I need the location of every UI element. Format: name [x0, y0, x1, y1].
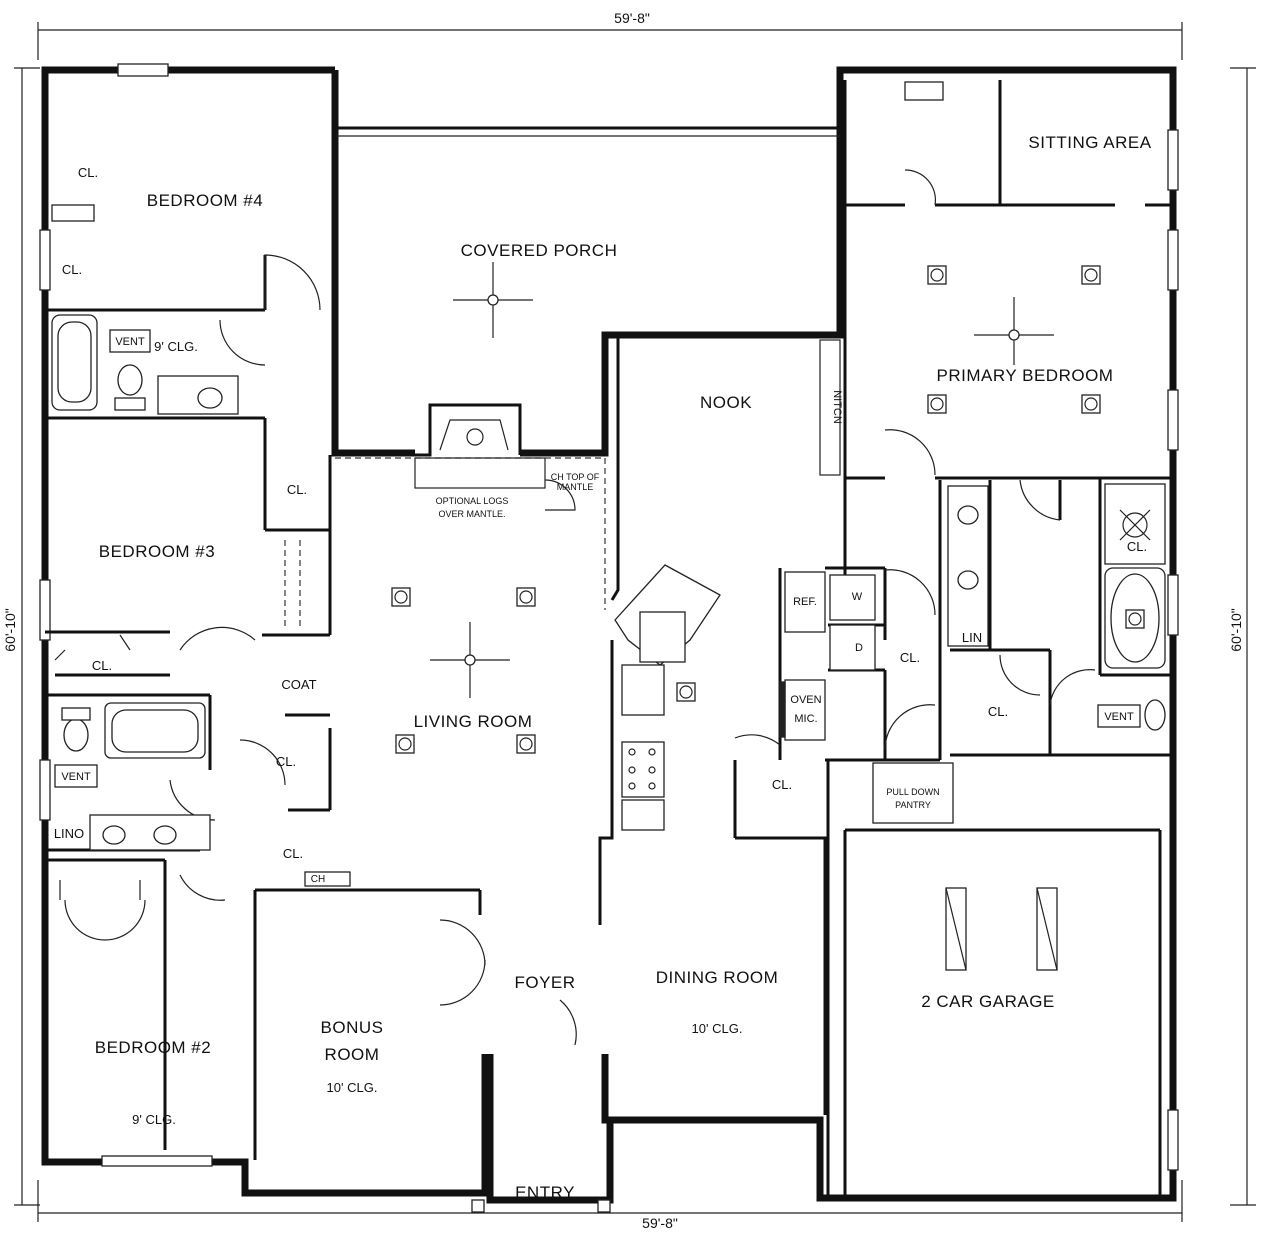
fireplace	[414, 403, 546, 489]
label-covered-porch: COVERED PORCH	[461, 241, 618, 260]
exterior-walls	[39, 63, 1179, 1204]
window	[39, 579, 51, 641]
label-sitting-area: SITTING AREA	[1028, 133, 1151, 152]
label-bedroom-3: BEDROOM #3	[99, 542, 215, 561]
dimension-bottom: 59'-8"	[642, 1215, 678, 1231]
window	[117, 63, 169, 77]
label-garage: 2 CAR GARAGE	[921, 992, 1055, 1011]
linen-label: LIN	[962, 630, 982, 645]
doors	[54, 169, 1096, 1046]
closet-label: CL.	[988, 704, 1008, 719]
closet-label: CL.	[78, 165, 98, 180]
closet-label: CL.	[287, 482, 307, 497]
mantle-note-line1: OPTIONAL LOGS	[436, 496, 509, 506]
dimension-top: 59'-8"	[614, 10, 650, 26]
recessed-lights	[391, 265, 1145, 754]
pantry-label-line1: PULL DOWN	[886, 787, 939, 797]
window	[39, 229, 51, 291]
interior-walls	[45, 80, 1173, 1198]
label-primary-bedroom: PRIMARY BEDROOM	[937, 366, 1114, 385]
closet-label: CL.	[92, 658, 112, 673]
mantle-note-line2: OVER MANTLE.	[438, 509, 505, 519]
label-dining-room: DINING ROOM	[656, 968, 779, 987]
dryer-label: D	[855, 642, 863, 654]
niche-label: NITCN	[831, 390, 843, 424]
lino-label: LINO	[54, 826, 84, 841]
ceiling-bedroom-2: 9' CLG.	[132, 1112, 176, 1127]
ch-top-line1: CH TOP OF	[551, 472, 600, 482]
ceiling-bonus: 10' CLG.	[327, 1080, 378, 1095]
window	[1167, 229, 1179, 291]
window	[1167, 574, 1179, 636]
label-living-room: LIVING ROOM	[414, 712, 533, 731]
label-bedroom-4: BEDROOM #4	[147, 191, 263, 210]
label-bonus-room-line1: BONUS	[321, 1018, 384, 1037]
oven-label-line1: OVEN	[790, 694, 821, 706]
dimension-right: 60'-10"	[1228, 608, 1244, 651]
fixtures	[51, 81, 1166, 1213]
closet-label: CL.	[1127, 539, 1147, 554]
niche	[819, 339, 841, 476]
ceiling-bath-1: 9' CLG.	[154, 339, 198, 354]
pantry-label-line2: PANTRY	[895, 800, 931, 810]
window	[1167, 129, 1179, 191]
label-bedroom-2: BEDROOM #2	[95, 1038, 211, 1057]
window	[1167, 389, 1179, 451]
label-nook: NOOK	[700, 393, 752, 412]
window	[39, 759, 51, 821]
closet-label: CL.	[900, 650, 920, 665]
vent-label: VENT	[61, 771, 91, 783]
label-foyer: FOYER	[514, 973, 575, 992]
ch-top-line2: MANTLE	[557, 482, 594, 492]
window	[101, 1155, 213, 1167]
window	[1167, 1109, 1179, 1171]
vent-label: VENT	[115, 336, 145, 348]
oven-label-line2: MIC.	[794, 713, 817, 725]
closet-label: CL.	[276, 754, 296, 769]
ceiling-fans	[430, 262, 1054, 698]
dimension-left: 60'-10"	[2, 608, 18, 651]
refrigerator-label: REF.	[793, 596, 817, 608]
label-entry: ENTRY	[515, 1183, 575, 1202]
ceiling-dining: 10' CLG.	[692, 1021, 743, 1036]
chest-label: CH	[311, 874, 325, 885]
vent-label: VENT	[1104, 711, 1134, 723]
closet-label: CL.	[283, 846, 303, 861]
closet-label: CL.	[772, 777, 792, 792]
label-bonus-room-line2: ROOM	[325, 1045, 380, 1064]
coat-closet-label: COAT	[281, 677, 316, 692]
closet-label: CL.	[62, 262, 82, 277]
washer-label: W	[852, 591, 863, 603]
dimension-lines	[14, 22, 1256, 1222]
